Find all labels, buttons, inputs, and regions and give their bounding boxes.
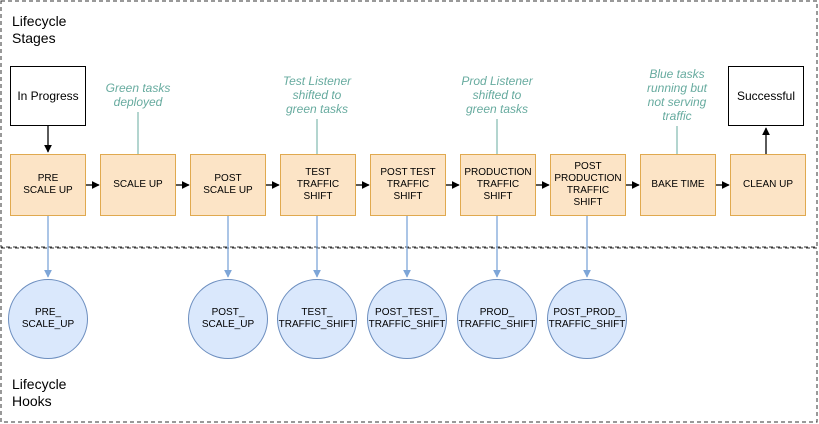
stage-test-traffic-shift: TEST TRAFFIC SHIFT: [280, 154, 356, 216]
hook-post-test-traffic-shift: POST_TEST_ TRAFFIC_SHIFT: [367, 279, 447, 359]
stage-post-scale-up: POST SCALE UP: [190, 154, 266, 216]
hook-post-prod-traffic-shift: POST_PROD_ TRAFFIC_SHIFT: [547, 279, 627, 359]
stage-clean-up: CLEAN UP: [730, 154, 806, 216]
note-test-listener-shifted: Test Listener shifted to green tasks: [282, 74, 352, 116]
hook-test-traffic-shift: TEST_ TRAFFIC_SHIFT: [277, 279, 357, 359]
hook-pre-scale-up: PRE_ SCALE_UP: [8, 279, 88, 359]
hooks-section-label: Lifecycle Hooks: [12, 376, 67, 409]
status-successful: Successful: [728, 66, 804, 126]
hooks-section-frame: [0, 247, 818, 423]
stage-post-test-traffic-shift: POST TEST TRAFFIC SHIFT: [370, 154, 446, 216]
stage-scale-up: SCALE UP: [100, 154, 176, 216]
note-blue-tasks-running: Blue tasks running but not serving traff…: [646, 67, 708, 123]
stages-section-frame: [0, 0, 818, 248]
stage-production-traffic-shift: PRODUCTION TRAFFIC SHIFT: [460, 154, 536, 216]
hook-prod-traffic-shift: PROD_ TRAFFIC_SHIFT: [457, 279, 537, 359]
status-in-progress: In Progress: [10, 66, 86, 126]
note-prod-listener-shifted: Prod Listener shifted to green tasks: [461, 74, 533, 116]
stage-post-production-traffic-shift: POST PRODUCTION TRAFFIC SHIFT: [550, 154, 626, 216]
hook-post-scale-up: POST_ SCALE_UP: [188, 279, 268, 359]
stage-bake-time: BAKE TIME: [640, 154, 716, 216]
stage-pre-scale-up: PRE SCALE UP: [10, 154, 86, 216]
stages-section-label: Lifecycle Stages: [12, 13, 67, 46]
note-green-tasks-deployed: Green tasks deployed: [105, 81, 171, 109]
